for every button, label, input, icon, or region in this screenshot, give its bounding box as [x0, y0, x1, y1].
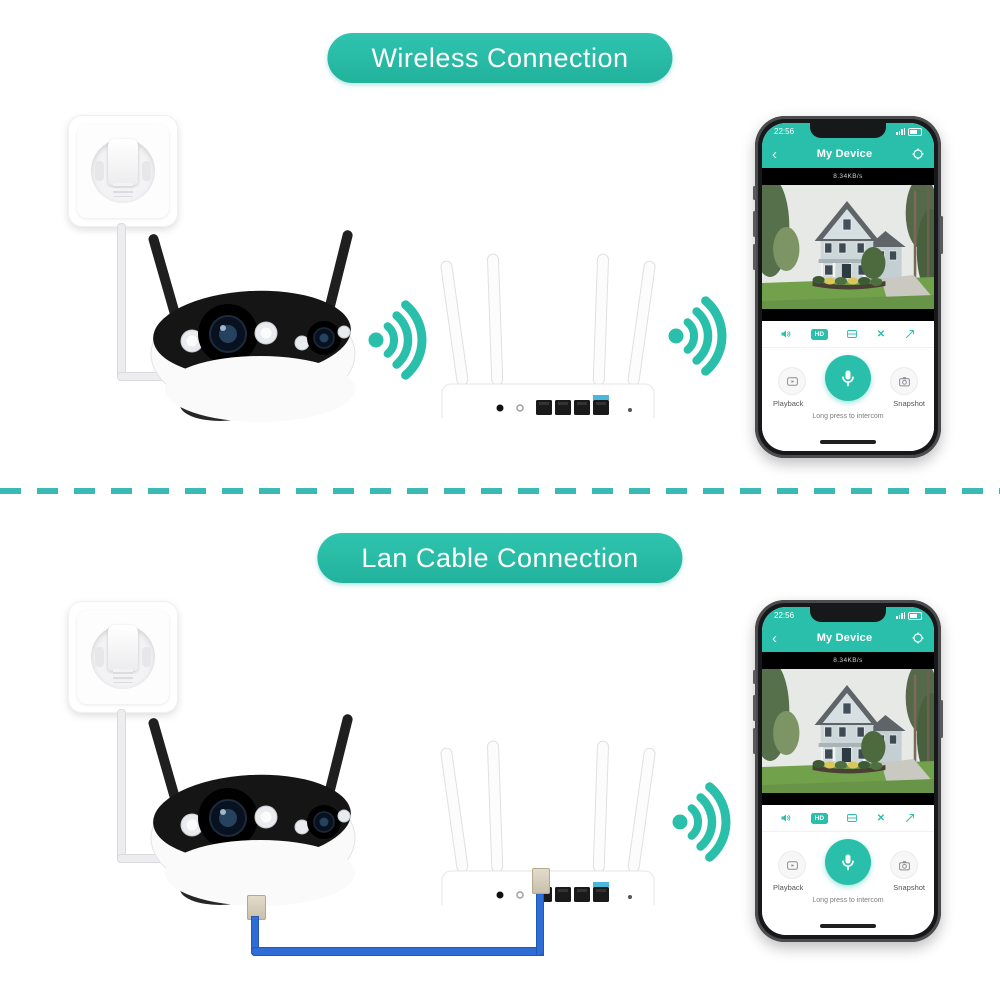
camera-feed-image: [762, 669, 934, 793]
security-camera: [148, 714, 356, 906]
snapshot-button: [890, 367, 918, 395]
close-icon: ✕: [876, 328, 886, 340]
microphone-icon: [842, 854, 854, 871]
camera-led: [337, 325, 351, 339]
router-antenna: [440, 260, 469, 386]
camera-led: [337, 809, 351, 823]
intercom-hint: Long press to intercom: [812, 897, 884, 904]
dashed-divider: [0, 488, 1000, 494]
fullscreen-icon: [905, 814, 914, 822]
playback-button: [778, 851, 806, 879]
snapshot-button: [890, 851, 918, 879]
router-button: [496, 891, 504, 899]
phone-screen: 22:56 ‹ My Device 8.34KB/s: [762, 123, 934, 451]
router-ethernet-ports: [536, 395, 609, 415]
battery-icon: [908, 127, 922, 136]
signal-icon: [896, 128, 905, 135]
router: [440, 253, 656, 418]
playback-label: Playback: [773, 883, 804, 892]
smartphone: 22:56 ‹ My Device 8.34KB/s: [753, 116, 943, 458]
playback-icon: [786, 376, 798, 386]
video-toolbar: HD ✕: [762, 321, 934, 348]
power-cable: [117, 709, 126, 863]
app-header: ‹ My Device: [762, 624, 934, 652]
router-antenna: [592, 253, 609, 386]
section-banner-lan: Lan Cable Connection: [317, 533, 683, 583]
multiview-icon: [847, 330, 858, 338]
home-indicator: [820, 440, 876, 444]
signal-icon: [896, 612, 905, 619]
router-wan-tab: [593, 882, 609, 887]
wifi-signal-icon: [368, 300, 427, 380]
status-time: 22:56: [774, 127, 795, 136]
camera-feed-image: [762, 185, 934, 309]
wall-outlet: [68, 601, 178, 713]
router-antenna: [627, 747, 656, 873]
app-controls: HD ✕: [762, 805, 934, 935]
snapshot-icon: [898, 376, 910, 386]
phone-notch: [810, 607, 886, 622]
hd-badge: HD: [810, 812, 828, 824]
intercom-hint: Long press to intercom: [812, 413, 884, 420]
snapshot-label: Snapshot: [893, 883, 925, 892]
router-antenna: [440, 747, 469, 873]
bitrate-text: 8.34KB/s: [762, 168, 934, 185]
bitrate-text: 8.34KB/s: [762, 652, 934, 669]
status-time: 22:56: [774, 611, 795, 620]
router-led: [516, 891, 524, 899]
router-antenna: [487, 253, 504, 386]
multiview-icon: [847, 814, 858, 822]
microphone-icon: [842, 370, 854, 387]
router-wan-tab: [593, 395, 609, 400]
snapshot-icon: [898, 860, 910, 870]
intercom-mic-button: [825, 839, 871, 885]
hd-badge: HD: [810, 328, 828, 340]
phone-notch: [810, 123, 886, 138]
settings-icon: [912, 148, 924, 160]
speaker-icon: [781, 814, 791, 822]
security-camera: [148, 230, 356, 422]
rj45-connector: [532, 868, 550, 894]
letterbox-band: [762, 793, 934, 805]
app-title: My Device: [816, 148, 873, 160]
back-icon: ‹: [772, 145, 777, 163]
power-cable: [117, 223, 126, 381]
home-indicator: [820, 924, 876, 928]
settings-icon: [912, 632, 924, 644]
playback-button: [778, 367, 806, 395]
battery-icon: [908, 611, 922, 620]
power-plug: [108, 625, 138, 683]
router-button: [496, 404, 504, 412]
router-antenna: [627, 260, 656, 386]
router-antenna: [592, 740, 609, 873]
fullscreen-icon: [905, 330, 914, 338]
letterbox-band: [762, 309, 934, 321]
back-icon: ‹: [772, 629, 777, 647]
wall-outlet: [68, 115, 178, 227]
router-led: [516, 404, 524, 412]
camera-led: [294, 335, 310, 351]
playback-icon: [786, 860, 798, 870]
speaker-icon: [781, 330, 791, 338]
wifi-signal-icon: [672, 782, 731, 862]
snapshot-label: Snapshot: [893, 399, 925, 408]
app-header: ‹ My Device: [762, 140, 934, 168]
power-plug: [108, 139, 138, 197]
wifi-signal-icon: [668, 296, 727, 376]
camera-led: [294, 819, 310, 835]
playback-label: Playback: [773, 399, 804, 408]
smartphone: 22:56 ‹ My Device 8.34KB/s: [753, 600, 943, 942]
video-toolbar: HD ✕: [762, 805, 934, 832]
phone-screen: 22:56 ‹ My Device 8.34KB/s: [762, 607, 934, 935]
app-title: My Device: [816, 632, 873, 644]
router-antenna: [487, 740, 504, 873]
app-controls: HD ✕: [762, 321, 934, 451]
section-banner-wireless: Wireless Connection: [327, 33, 673, 83]
intercom-mic-button: [825, 355, 871, 401]
close-icon: ✕: [876, 812, 886, 824]
